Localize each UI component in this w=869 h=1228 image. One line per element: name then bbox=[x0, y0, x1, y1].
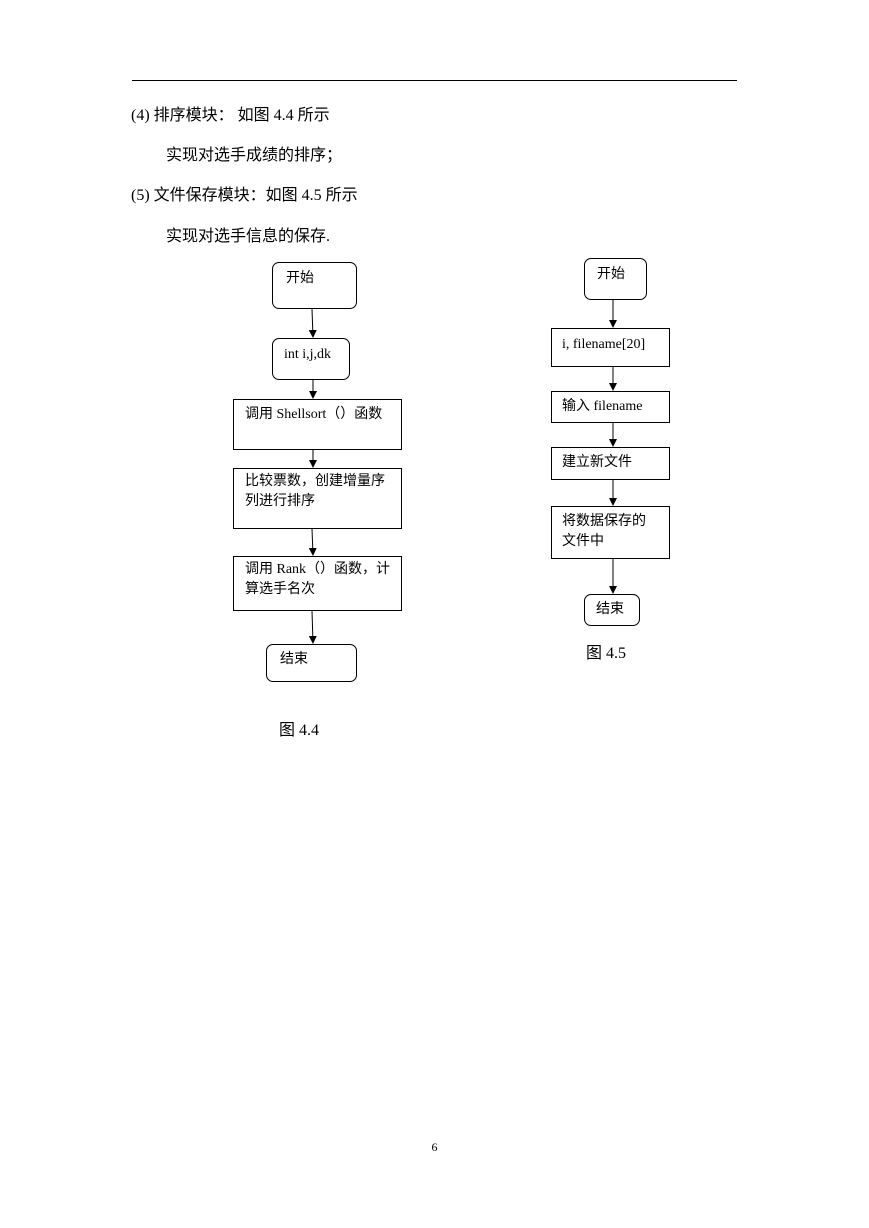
fc44-shellsort-node: 调用 Shellsort（）函数 bbox=[233, 399, 402, 450]
arrow-4-4-compare-to-rank bbox=[308, 528, 317, 556]
fc45-input-node: 输入 filename bbox=[551, 391, 670, 423]
page-number: 6 bbox=[431, 1140, 438, 1154]
fc44-end-node: 结束 bbox=[266, 644, 357, 682]
fc45-end-node: 结束 bbox=[584, 594, 640, 626]
arrow-4-4-rank-to-end bbox=[308, 610, 317, 644]
fc44-declare-node: int i,j,dk bbox=[272, 338, 350, 380]
section-5-description: 实现对选手信息的保存. bbox=[166, 228, 331, 245]
section-5-heading: (5) 文件保存模块：如图 4.5 所示 bbox=[131, 187, 358, 204]
fc44-caption: 图 4.4 bbox=[279, 722, 320, 739]
fc45-start-node: 开始 bbox=[584, 258, 647, 300]
fc44-start-node: 开始 bbox=[272, 262, 357, 309]
arrow-4-4-start-to-decl bbox=[308, 308, 317, 338]
fc44-compare-node: 比较票数，创建增量序列进行排序 bbox=[233, 468, 402, 529]
fc45-create-file-node: 建立新文件 bbox=[551, 447, 670, 480]
fc45-save-data-node: 将数据保存的文件中 bbox=[551, 506, 670, 559]
section-4-heading: (4) 排序模块： 如图 4.4 所示 bbox=[131, 107, 330, 124]
section-4-description: 实现对选手成绩的排序； bbox=[166, 147, 343, 164]
fc45-declare-node: i, filename[20] bbox=[551, 328, 670, 367]
fc44-rank-node: 调用 Rank（）函数，计算选手名次 bbox=[233, 556, 402, 611]
fc45-caption: 图 4.5 bbox=[586, 645, 627, 662]
header-rule bbox=[132, 80, 737, 81]
